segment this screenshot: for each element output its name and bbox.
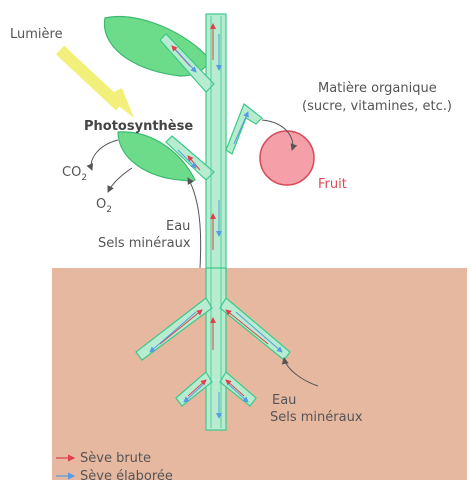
elaborated-sap-arrows xyxy=(149,34,283,419)
fruit-label: Fruit xyxy=(318,177,347,192)
water-top-label: Eau xyxy=(166,219,190,234)
legend-elaborated-sap-label: Sève élaborée xyxy=(80,469,173,484)
legend: Sève brute Sève élaborée xyxy=(56,451,173,484)
water-bottom-label: Eau xyxy=(272,393,296,408)
light-label: Lumière xyxy=(10,27,63,42)
legend-raw-sap-label: Sève brute xyxy=(80,451,151,466)
co2-subscript: 2 xyxy=(81,173,87,183)
co2-text: CO xyxy=(62,165,81,180)
stem-vessels xyxy=(210,16,222,428)
organic-matter-label: Matière organique xyxy=(318,81,437,96)
fruit-shape xyxy=(259,130,315,186)
organic-matter-detail: (sucre, vitamines, etc.) xyxy=(302,99,452,114)
raw-sap-arrows xyxy=(159,23,269,397)
minerals-bottom-label: Sels minéraux xyxy=(270,410,363,425)
o2-label: O2 xyxy=(96,197,112,215)
minerals-top-label: Sels minéraux xyxy=(98,236,191,251)
o2-subscript: 2 xyxy=(106,205,112,215)
light-ray xyxy=(55,45,134,118)
o2-text: O xyxy=(96,197,106,212)
soil-area xyxy=(52,268,467,480)
co2-label: CO2 xyxy=(62,165,87,183)
annotation-arrows xyxy=(86,119,319,387)
photosynthesis-label: Photosynthèse xyxy=(84,119,193,134)
